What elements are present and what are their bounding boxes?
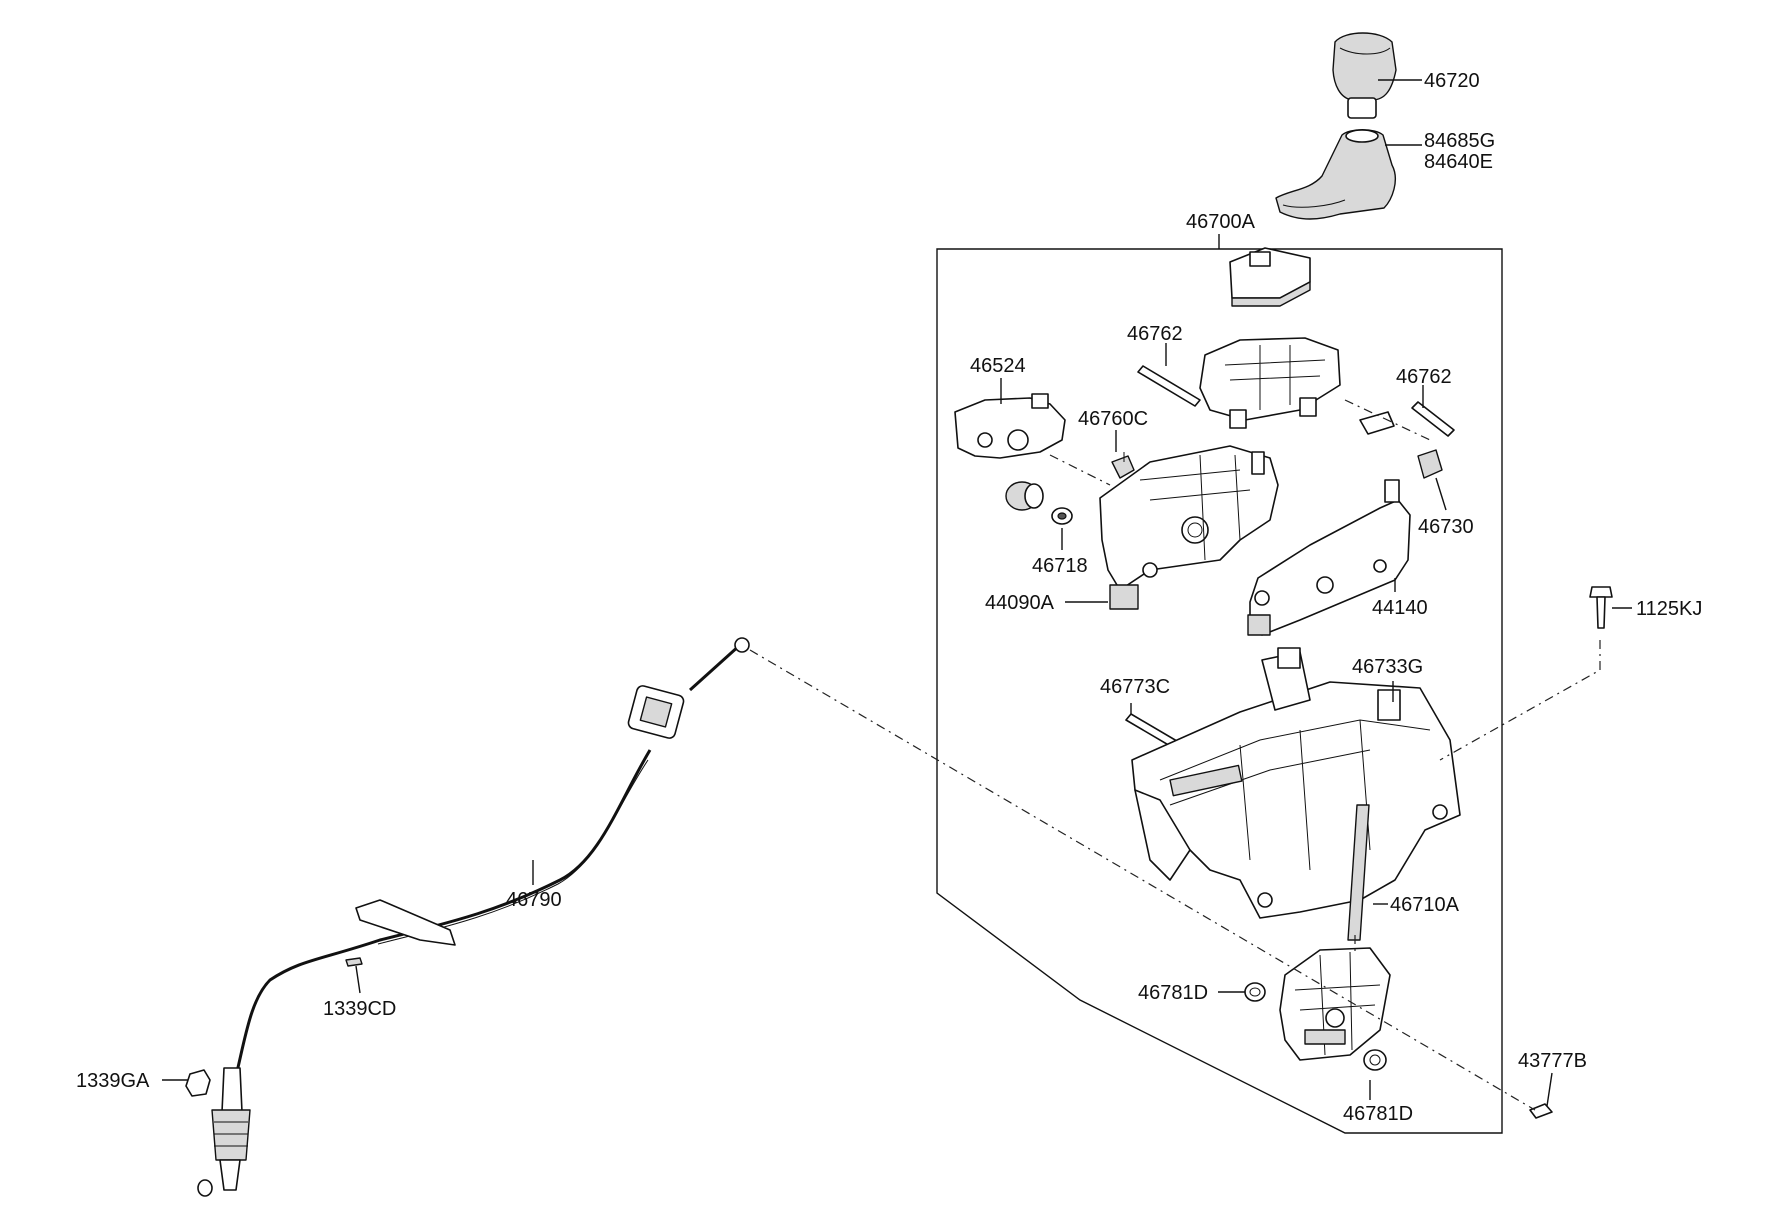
label-46773c: 46773C [1100, 676, 1170, 698]
label-46733g: 46733G [1352, 656, 1423, 678]
label-1125kj: 1125KJ [1636, 598, 1702, 620]
label-44090a: 44090A [985, 592, 1055, 614]
nut-1339ga-part [185, 1069, 211, 1097]
label-46760c: 46760C [1078, 408, 1148, 430]
bushing-46781d-lower [1363, 1049, 1387, 1071]
switch-46760c-part [1111, 452, 1135, 479]
label-1339ga: 1339GA [76, 1070, 150, 1092]
label-46762-right: 46762 [1396, 366, 1452, 388]
label-46781d-lower: 46781D [1343, 1103, 1413, 1125]
label-46762-left: 46762 [1127, 323, 1183, 345]
bolt-routing-dashline [1439, 640, 1601, 761]
shift-cable-46790-part [197, 637, 750, 1197]
label-46710a: 46710A [1390, 894, 1460, 916]
bushing-46781d-upper [1244, 982, 1266, 1002]
label-46730: 46730 [1418, 516, 1474, 538]
clip-1339cd-part [345, 957, 363, 967]
label-43777b: 43777B [1518, 1050, 1587, 1072]
label-46720: 46720 [1424, 70, 1480, 92]
lever-shaft-46710a-part [1347, 804, 1370, 941]
label-44140: 44140 [1372, 597, 1428, 619]
cover-44140-part [1247, 479, 1411, 636]
cable-routing-dashline [749, 649, 1536, 1111]
label-46790: 46790 [506, 889, 562, 911]
lever-base-mechanism-part [1279, 947, 1391, 1061]
bolt-1125kj-part [1589, 586, 1613, 629]
label-46718: 46718 [1032, 555, 1088, 577]
assembly-boundary [936, 248, 1503, 1134]
pin-46762-left [1137, 365, 1201, 407]
main-housing-44090a-part [1099, 445, 1279, 610]
label-84685g: 84685G [1424, 130, 1495, 152]
washer-46718-part [1051, 507, 1073, 525]
pin-46762-right [1411, 401, 1455, 437]
solenoid-46730-part [1359, 411, 1443, 479]
label-1339cd: 1339CD [323, 998, 396, 1020]
base-bracket-46733g-part [1131, 647, 1461, 919]
roller-part [1005, 481, 1044, 511]
clip-43777b-part [1529, 1103, 1553, 1119]
label-84640e: 84640E [1424, 151, 1493, 173]
shift-knob-part [1332, 32, 1397, 119]
label-46700a: 46700A [1186, 211, 1256, 233]
upper-cover-part [1199, 337, 1341, 429]
label-46781d-upper: 46781D [1138, 982, 1208, 1004]
indicator-housing-part [1229, 247, 1311, 307]
shift-boot-part [1275, 129, 1396, 220]
label-46524: 46524 [970, 355, 1026, 377]
bracket-46524-part [954, 393, 1066, 459]
